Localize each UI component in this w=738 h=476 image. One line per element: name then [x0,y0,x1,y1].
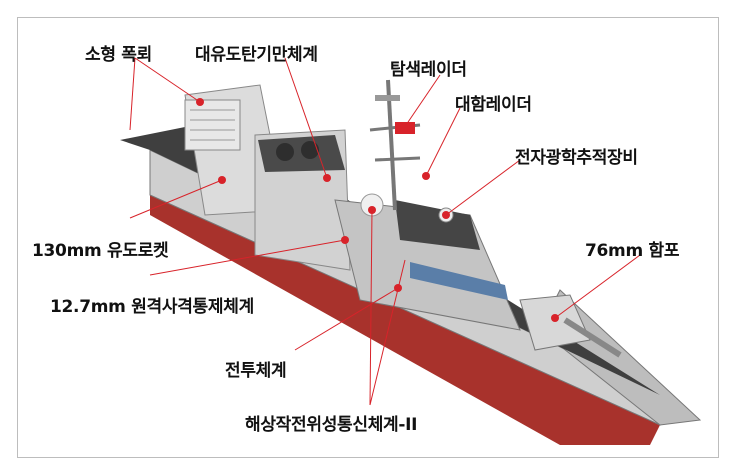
leader-rocket [129,179,223,219]
leader-gun [554,254,641,319]
label-eo-tracking: 전자광학추적장비 [515,148,638,168]
label-surface-radar: 대함레이더 [455,95,532,115]
gun-barrel [563,317,622,358]
mast [386,79,397,211]
gun-turret [519,294,591,351]
label-rocket-130mm: 130mm 유도로켓 [32,241,169,261]
leader-satcom-1 [369,209,373,406]
leader-surface-radar [425,107,461,177]
leader-combat [294,287,399,351]
leader-eo [445,159,521,216]
label-gun-76mm: 76mm 함포 [585,241,680,261]
label-combat-system: 전투체계 [225,361,287,381]
leader-satcom-2 [369,259,406,406]
leader-decoy [284,57,328,179]
torpedo-launcher [184,99,241,151]
leader-torpedo-2 [129,57,136,131]
label-rws-12-7mm: 12.7mm 원격사격통제체계 [50,297,254,317]
bridge-windows [410,262,508,300]
decoy-launcher-deck [258,135,345,172]
label-small-torpedo: 소형 폭뢰 [85,45,152,65]
label-satcom: 해상작전위성통신체계-II [245,415,418,435]
bridge-roof [395,200,480,250]
leader-search-radar [403,74,441,129]
leader-rws [149,239,346,276]
leader-torpedo-1 [134,57,201,103]
label-search-radar: 탐색레이더 [390,60,467,80]
label-anti-sub-guided-weapon: 대유도탄기만체계 [195,45,318,65]
